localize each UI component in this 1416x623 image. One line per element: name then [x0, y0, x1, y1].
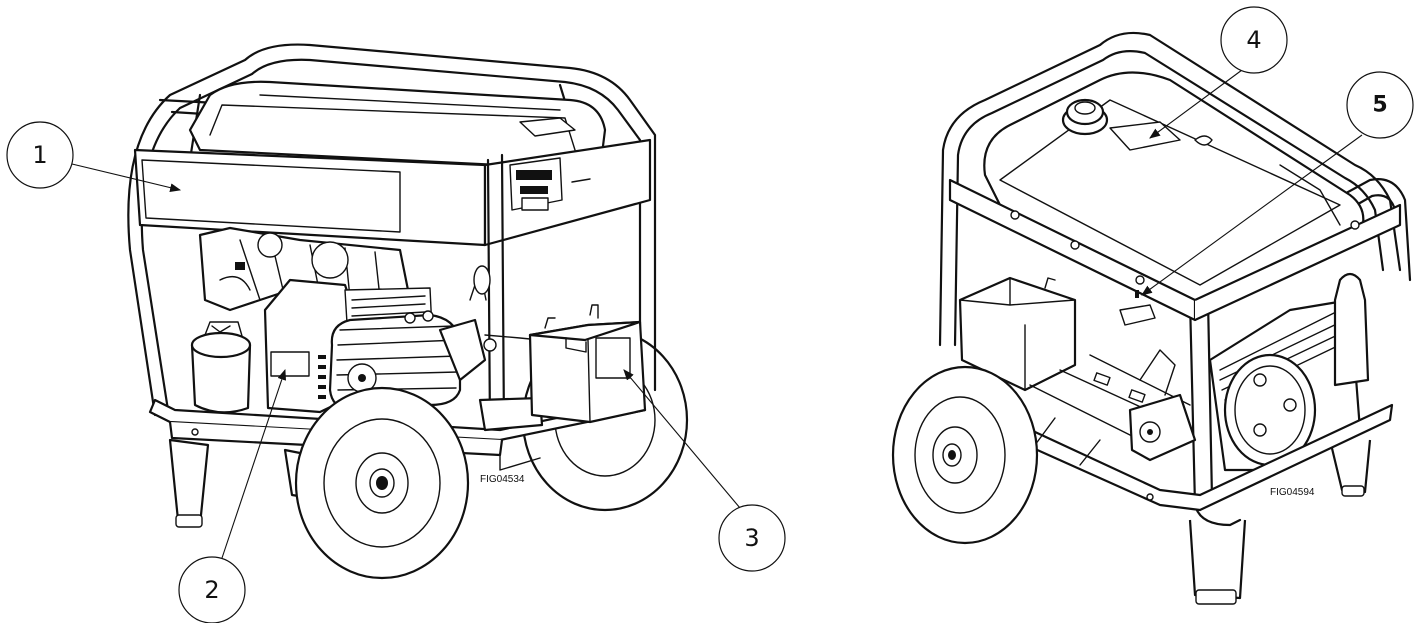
figure-id-label: FIG04594 [1270, 487, 1315, 498]
cooling-fins [318, 295, 426, 399]
control-panel [133, 138, 652, 247]
callout-4: 4 [1220, 6, 1288, 74]
fuel-tank [983, 71, 1365, 307]
pressure-washer-pump [328, 265, 541, 412]
frame-front-upright [486, 153, 506, 432]
leader-line-1 [71, 163, 182, 192]
roll-cage-frame [938, 31, 1412, 527]
outlet-block [509, 157, 591, 211]
battery-box [958, 276, 1077, 392]
callout-number: 3 [744, 524, 759, 552]
air-filter-canister [190, 321, 252, 414]
callout-leaders [71, 69, 1363, 559]
base-frame [1013, 403, 1394, 512]
decal-label-2 [270, 351, 310, 377]
chemical-tank-box [528, 304, 647, 424]
callout-5: 5 [1346, 71, 1414, 139]
pump-housing [1128, 349, 1197, 462]
figure-id-label: FIG04534 [480, 474, 525, 485]
decal-label-3 [595, 337, 631, 379]
leader-line-3 [623, 369, 741, 509]
leader-line-5 [1141, 134, 1363, 296]
callout-number: 2 [204, 576, 219, 604]
frame-legs [168, 438, 312, 528]
fuel-tank [188, 80, 607, 172]
generator-front-view-illustration [127, 43, 689, 580]
callout-1: 1 [6, 121, 74, 189]
engine-fins [1219, 309, 1351, 401]
callout-2: 2 [178, 556, 246, 623]
decal-label-5 [1119, 304, 1156, 326]
frame-side-rails [948, 178, 1402, 326]
callout-number: 1 [32, 141, 47, 169]
wheel [891, 365, 1039, 545]
leader-line-2 [221, 368, 287, 559]
callout-3: 3 [718, 504, 786, 572]
frame-legs [1188, 439, 1372, 605]
callout-number: 5 [1372, 93, 1387, 118]
front-wheel [294, 386, 470, 580]
engine-block [1208, 272, 1370, 472]
generator-rear-view-illustration [891, 31, 1412, 605]
leader-line-4 [1149, 69, 1243, 139]
callout-number: 4 [1246, 26, 1261, 54]
fuel-cap [1061, 98, 1109, 136]
